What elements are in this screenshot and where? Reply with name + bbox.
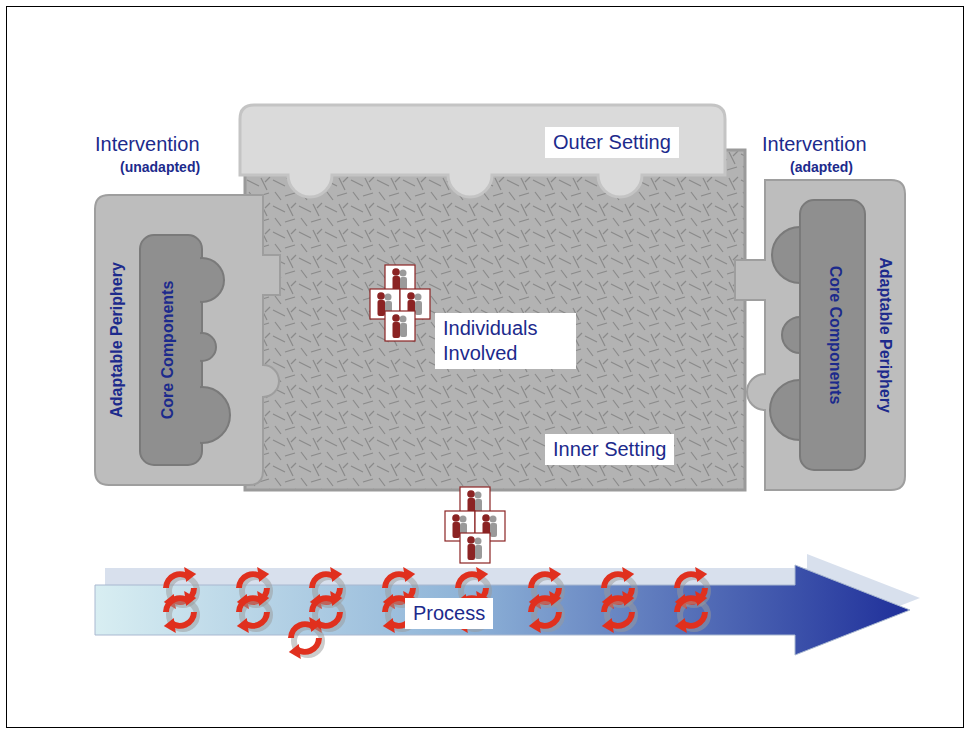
setting-region: Intervention(unadapted)Adaptable Periphe…: [95, 195, 280, 485]
node-outline: [140, 235, 235, 465]
setting-region: Individuals Involved: [370, 265, 570, 365]
region-label: Inner Setting: [545, 434, 674, 465]
process-arrow: Process: [95, 560, 920, 660]
setting-region: Intervention(adapted)Adaptable Periphery…: [735, 180, 905, 490]
region-label: (unadapted): [120, 159, 200, 175]
vertical-label: Core Components: [826, 266, 844, 405]
region-label: Intervention: [95, 133, 200, 156]
setting-region: Outer Setting: [240, 105, 725, 205]
node-outline: [95, 560, 920, 660]
region-label: Process: [405, 598, 493, 629]
region-label: Intervention: [762, 133, 867, 156]
region-label: (adapted): [790, 159, 853, 175]
node-outline: [765, 200, 865, 470]
region-label: Individuals Involved: [435, 313, 576, 369]
region-label: Outer Setting: [545, 127, 679, 158]
core-components-shape: Core Components: [765, 200, 865, 470]
setting-region: Inner Setting Individuals Involved: [245, 150, 745, 490]
core-components-shape: Core Components: [140, 235, 235, 465]
vertical-label: Adaptable Periphery: [876, 257, 894, 413]
vertical-label: Adaptable Periphery: [108, 262, 126, 418]
vertical-label: Core Components: [159, 281, 177, 420]
